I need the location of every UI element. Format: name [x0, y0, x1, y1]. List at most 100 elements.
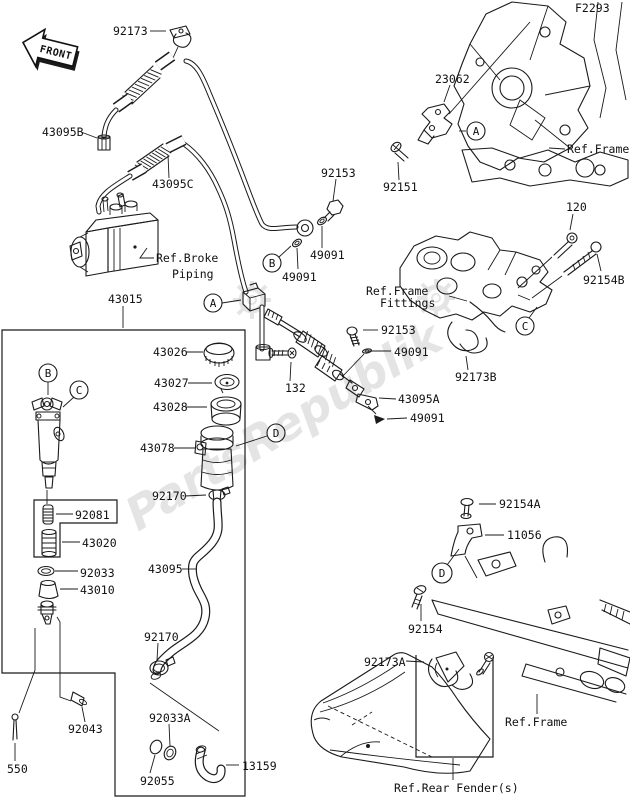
bolt-92154B-drawing [532, 242, 601, 298]
pipe-tip-line [368, 406, 376, 414]
label-92043: 92043 [68, 722, 103, 736]
label-ref-fittings-2: Fittings [380, 296, 435, 310]
callout-b: B [45, 367, 52, 380]
frame-fittings-casting-drawing [400, 232, 552, 332]
label-132: 132 [285, 381, 306, 395]
leader-92043 [57, 617, 71, 701]
label-49091-3: 49091 [394, 345, 429, 359]
callout-c: C [522, 320, 529, 333]
leader-washer-mid [342, 354, 364, 377]
label-92055: 92055 [140, 774, 175, 788]
label-ref-fittings-1: Ref.Frame [366, 284, 428, 298]
label-92154: 92154 [408, 622, 443, 636]
label-49091-4: 49091 [410, 411, 445, 425]
label-43026: 43026 [153, 345, 188, 359]
callout-b: B [269, 257, 276, 270]
label-92081: 92081 [75, 508, 110, 522]
figure-code: F2293 [575, 1, 610, 15]
label-550: 550 [7, 762, 28, 776]
label-92033A: 92033A [149, 711, 191, 725]
banjo-92153-drawing [291, 200, 343, 248]
elbow-fitting-drawing [256, 345, 270, 361]
callout-a: A [210, 297, 217, 310]
label-92173: 92173 [113, 24, 148, 38]
assembly-box-43015 [2, 330, 245, 796]
label-43095B: 43095B [42, 125, 84, 139]
label-11056: 11056 [507, 528, 542, 542]
callout-circles: A A B B C C D D [39, 122, 534, 583]
boot-43010-drawing [39, 581, 58, 599]
fender-detail-box [416, 655, 493, 757]
rear-fender-drawing [311, 653, 490, 774]
washer-92033A-drawing [162, 744, 178, 761]
label-49091-2: 49091 [282, 270, 317, 284]
clamp-92173A-drawing [429, 652, 473, 689]
hook-92173B-drawing [448, 322, 487, 353]
circlip-92033-drawing [38, 567, 54, 576]
label-ref-rear-fender: Ref.Rear Fender(s) [394, 781, 519, 795]
label-49091-1: 49091 [310, 248, 345, 262]
label-92170-2: 92170 [144, 630, 179, 644]
label-43010: 43010 [80, 583, 115, 597]
pin-92043-drawing [71, 692, 87, 706]
label-92033: 92033 [80, 566, 115, 580]
label-23062: 23062 [435, 72, 470, 86]
label-43015: 43015 [108, 292, 143, 306]
label-ref-piping: Piping [172, 267, 214, 281]
label-92154B: 92154B [583, 273, 625, 287]
bolt-92154-drawing [412, 584, 427, 609]
callout-c: C [76, 384, 83, 397]
label-92153-mid: 92153 [381, 323, 416, 337]
brake-hose-upper-drawing [98, 56, 296, 229]
oring-92055-drawing [148, 738, 164, 755]
label-43095A: 43095A [398, 392, 440, 406]
clamp-92170-lower-drawing [150, 657, 175, 675]
label-92173B: 92173B [455, 370, 497, 384]
watermark-text: PartsRepublik [116, 309, 454, 541]
part-labels: F2293 92173 43095B 43095C 23062 Ref.Fram… [7, 1, 629, 795]
label-43020: 43020 [82, 536, 117, 550]
repair-kit-box [34, 500, 117, 557]
label-ref-broke: Ref.Broke [156, 251, 218, 265]
clamp-92173-drawing [170, 26, 191, 58]
leader-lines [15, 31, 601, 780]
fender-bolt-drawing [476, 653, 494, 677]
leader-550 [19, 628, 35, 713]
label-92151: 92151 [383, 180, 418, 194]
label-13159: 13159 [242, 759, 277, 773]
hose-43095-drawing [150, 502, 218, 681]
pushrod-assembly-drawing [264, 309, 378, 410]
cap-43026-drawing [204, 343, 234, 367]
joint-13159-drawing [195, 745, 221, 779]
label-92153-top: 92153 [321, 166, 356, 180]
frame-lower-drawing [432, 537, 630, 702]
label-ref-frame-top: Ref.Frame [567, 142, 629, 156]
label-ref-frame-bottom: Ref.Frame [505, 715, 567, 729]
braid-hatch-43095A [304, 331, 335, 366]
callout-d: D [273, 427, 280, 440]
bracket-11056-drawing [451, 524, 482, 578]
brake-hose-lower-drawing [98, 140, 246, 292]
label-43095C: 43095C [152, 177, 194, 191]
frame-top-drawing [454, 2, 628, 186]
label-92154A: 92154A [499, 497, 541, 511]
cotter-pin-550-drawing [12, 714, 18, 740]
callout-d: D [439, 567, 446, 580]
label-92173A: 92173A [364, 655, 406, 669]
plate-43027-drawing [215, 375, 239, 394]
label-43028: 43028 [153, 400, 188, 414]
callout-a: A [473, 125, 480, 138]
bolt-92153-lower-drawing [347, 327, 360, 346]
master-cylinder-drawing [32, 398, 66, 504]
bolt-92154A-drawing [461, 499, 473, 519]
washer-49091-mid-drawing [362, 348, 372, 354]
bolt-92151-drawing [389, 140, 408, 161]
piston-43020-drawing [42, 530, 56, 557]
bracket-23062-drawing [418, 22, 530, 144]
cone-49091-drawing [374, 415, 385, 424]
clevis-joint-drawing [38, 601, 56, 624]
bolt-120-drawing [518, 233, 577, 288]
abs-unit-drawing [70, 193, 158, 276]
